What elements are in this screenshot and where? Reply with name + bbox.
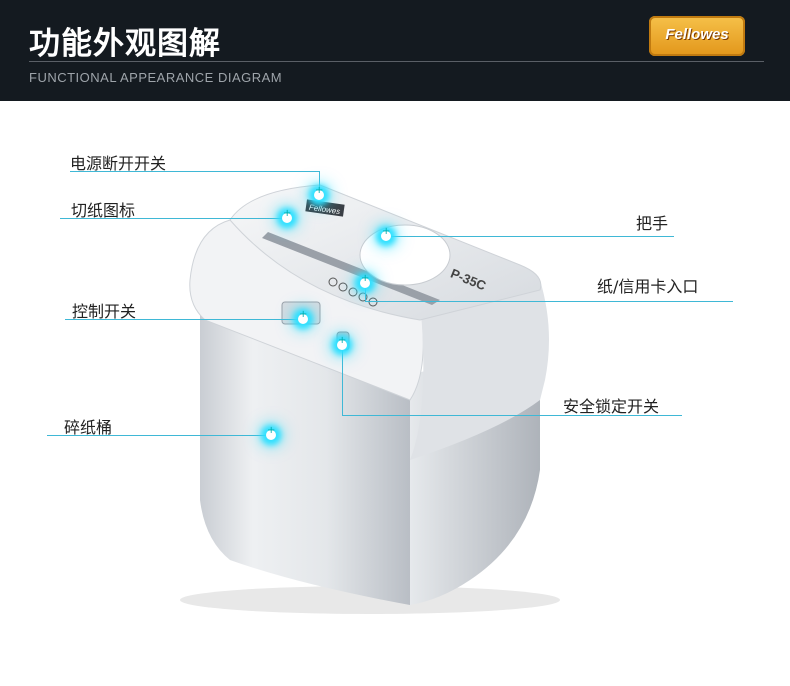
brand-logo-text: Fellowes [665, 26, 729, 43]
callout-line-power-switch [70, 171, 319, 172]
hotspot-power-switch[interactable] [314, 185, 324, 200]
callout-bin: 碎纸桶 [64, 418, 113, 437]
header-divider [29, 61, 764, 62]
top-logo-text: Fellowes [308, 203, 341, 216]
callout-cut-icon: 切纸图标 [71, 201, 136, 220]
hotspot-paper-card-slot[interactable] [360, 273, 370, 288]
hotspot-control-switch[interactable] [298, 309, 308, 324]
callout-safety-lock: 安全锁定开关 [563, 397, 660, 416]
handle-shape [359, 224, 451, 286]
hotspot-handle[interactable] [381, 226, 391, 241]
callout-power-switch: 电源断开开关 [70, 154, 167, 173]
page-subtitle: FUNCTIONAL APPEARANCE DIAGRAM [29, 70, 283, 85]
callout-line-handle [386, 236, 674, 237]
hotspot-bin[interactable] [266, 425, 276, 440]
callout-line-power-switch-drop [319, 171, 320, 195]
icon-strip [328, 277, 378, 307]
callout-line-safety-lock-rise [342, 345, 343, 415]
callout-line-paper-card-slot [365, 301, 733, 302]
callout-line-safety-lock [342, 415, 682, 416]
brand-logo: Fellowes [649, 16, 745, 56]
floor-shadow [180, 586, 560, 614]
callout-line-cut-icon [60, 218, 287, 219]
page-title: 功能外观图解 [29, 26, 221, 62]
hotspot-cut-icon[interactable] [282, 208, 292, 223]
hotspot-safety-lock[interactable] [337, 335, 347, 350]
callout-paper-card-slot: 纸/信用卡入口 [597, 277, 699, 296]
callout-line-paper-card-slot-rise [365, 283, 366, 301]
callout-handle: 把手 [636, 214, 669, 233]
paper-slot [262, 232, 440, 305]
callout-control-switch: 控制开关 [72, 302, 137, 321]
header-banner: 功能外观图解 FUNCTIONAL APPEARANCE DIAGRAM Fel… [0, 0, 790, 101]
callout-line-bin [47, 435, 271, 436]
callout-line-control-switch [65, 319, 302, 320]
top-logo-plate [305, 199, 345, 217]
